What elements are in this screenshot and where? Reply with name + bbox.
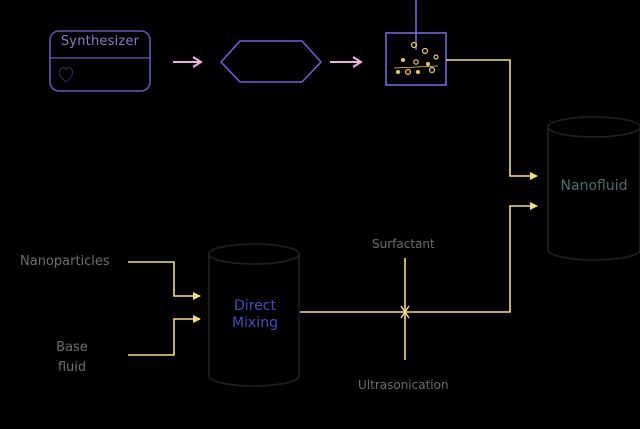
- arrow-vessel-to-nanofluid: [446, 59, 538, 180]
- synthesizer-box: [49, 30, 151, 92]
- heart-icon: [58, 67, 74, 83]
- arrow-reactor-to-vessel: [330, 56, 363, 68]
- reactor-hexagon: [219, 40, 323, 83]
- arrow-mixing-to-nanofluid: [300, 202, 538, 313]
- base-fluid-line1: Base: [56, 340, 88, 355]
- direct-mixing-label: Direct Mixing: [212, 298, 298, 332]
- nanoparticles-label: Nanoparticles: [20, 254, 110, 269]
- arrow-synth-to-reactor: [173, 56, 203, 68]
- nanofluid-cylinder: [547, 116, 640, 261]
- process-junction: [400, 258, 410, 360]
- synthesizer-label: Synthesizer: [60, 34, 140, 49]
- reaction-vessel: [385, 0, 447, 86]
- surfactant-label: Surfactant: [372, 237, 435, 251]
- ultrasonication-label: Ultrasonication: [358, 378, 449, 392]
- base-fluid-line2: fluid: [57, 360, 87, 375]
- nanofluid-label: Nanofluid: [560, 178, 628, 194]
- direct-mixing-line2: Mixing: [232, 315, 278, 331]
- arrow-basefluid-to-mixing: [128, 315, 201, 356]
- direct-mixing-line1: Direct: [234, 298, 276, 314]
- base-fluid-label: Base fluid: [40, 338, 104, 378]
- direct-mixing-cylinder: [208, 243, 300, 387]
- arrow-nanoparticles-to-mixing: [128, 261, 201, 300]
